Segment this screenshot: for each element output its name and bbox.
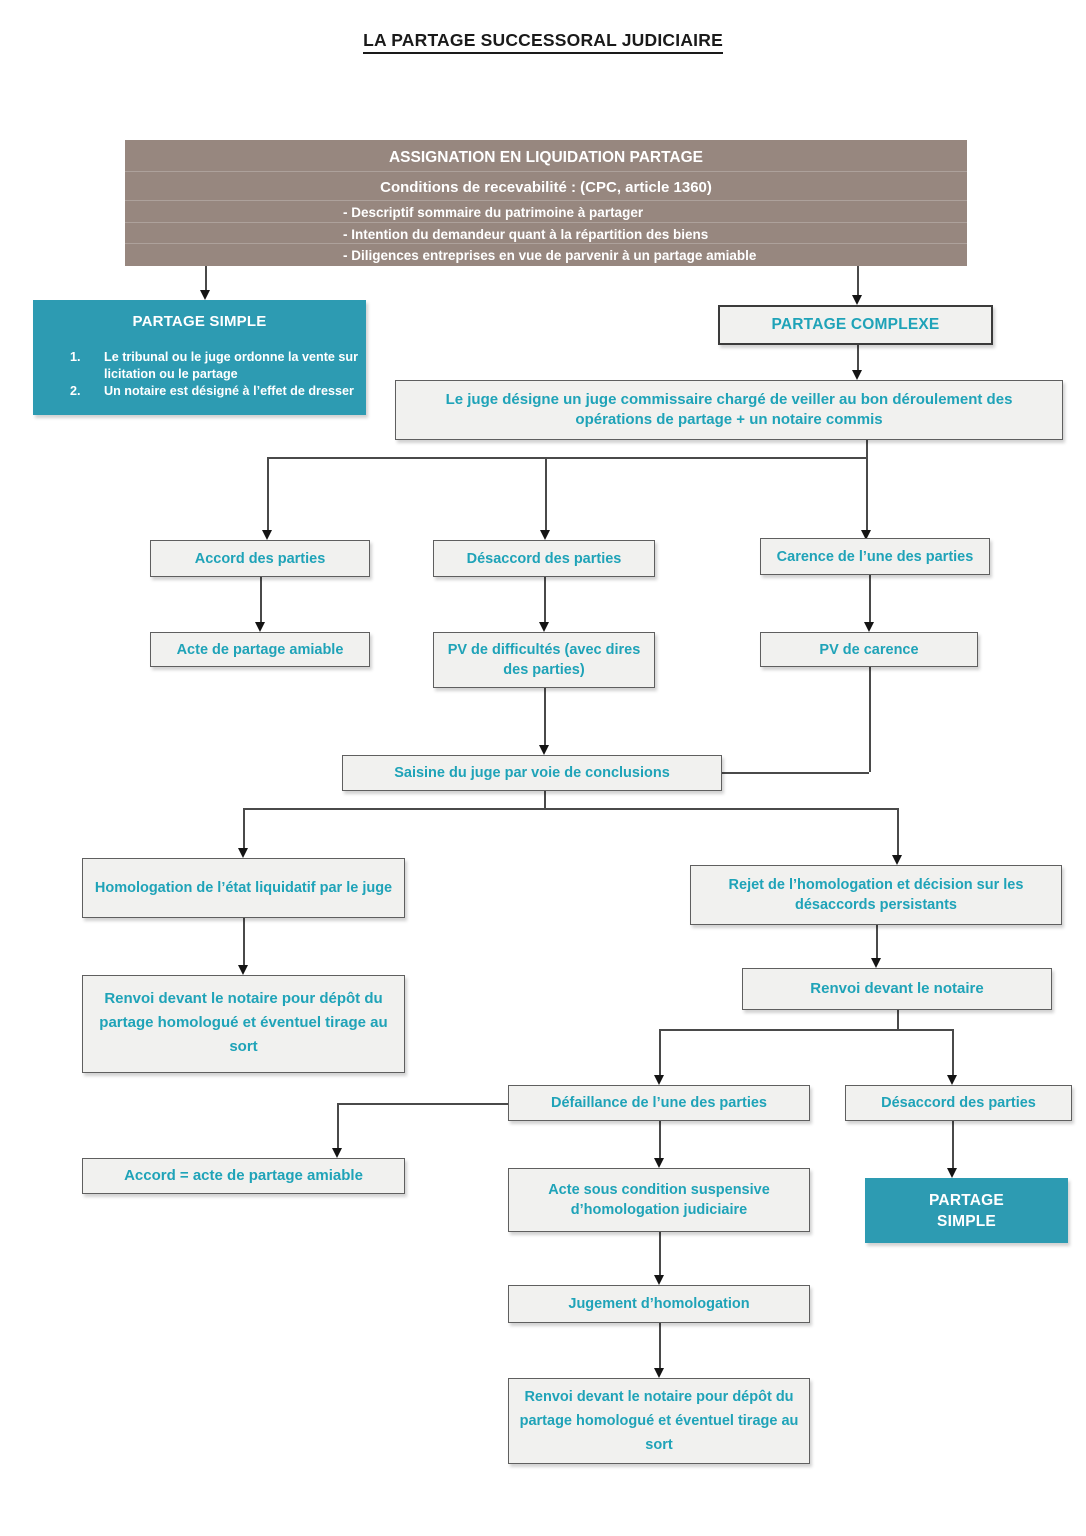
connector-line xyxy=(869,575,871,622)
connector-line xyxy=(243,808,245,848)
arrowhead-down-icon xyxy=(947,1075,958,1085)
node-defaillance-partie: Défaillance de l’une des parties xyxy=(508,1085,810,1121)
connector-line xyxy=(866,457,868,530)
node-partage-simple-final: PARTAGE SIMPLE xyxy=(865,1178,1068,1243)
arrowhead-down-icon xyxy=(255,622,266,632)
arrowhead-down-icon xyxy=(892,855,903,865)
partage-simple-item-2: 2. Un notaire est désigné à l’effet de d… xyxy=(33,383,366,400)
item-number: 2. xyxy=(70,384,81,398)
connector-line xyxy=(659,1323,661,1368)
arrowhead-down-icon xyxy=(539,745,550,755)
connector-line xyxy=(722,772,869,774)
connector-line xyxy=(544,688,546,745)
node-desaccord-des-parties: Désaccord des parties xyxy=(433,540,655,577)
page-title-text: LA PARTAGE SUCCESSORAL JUDICIAIRE xyxy=(363,30,723,54)
connector-line xyxy=(243,808,897,810)
arrowhead-down-icon xyxy=(654,1158,665,1168)
arrowhead-down-icon xyxy=(238,848,249,858)
arrowhead-down-icon xyxy=(861,530,872,540)
connector-line xyxy=(952,1029,954,1075)
connector-line xyxy=(243,918,245,965)
connector-line xyxy=(659,1232,661,1275)
connector-line xyxy=(337,1103,508,1105)
connector-line xyxy=(659,1029,661,1075)
partage-simple-item-1: 1. Le tribunal ou le juge ordonne la ven… xyxy=(33,349,366,383)
page-title: LA PARTAGE SUCCESSORAL JUDICIAIRE xyxy=(0,30,1086,54)
header-bullet-2: - Intention du demandeur quant à la répa… xyxy=(125,223,967,245)
node-pv-difficultes: PV de difficultés (avec dires des partie… xyxy=(433,632,655,688)
node-partage-simple: PARTAGE SIMPLE 1. Le tribunal ou le juge… xyxy=(33,300,366,415)
arrowhead-down-icon xyxy=(332,1148,343,1158)
connector-line xyxy=(659,1029,952,1031)
connector-line xyxy=(659,1121,661,1158)
node-renvoi-notaire: Renvoi devant le notaire xyxy=(742,968,1052,1010)
arrowhead-down-icon xyxy=(539,622,550,632)
connector-line xyxy=(267,457,866,459)
connector-line xyxy=(260,577,262,622)
node-saisine-du-juge: Saisine du juge par voie de conclusions xyxy=(342,755,722,791)
header-bullet-1: - Descriptif sommaire du patrimoine à pa… xyxy=(125,201,967,223)
connector-line xyxy=(897,808,899,855)
node-acte-partage-amiable: Acte de partage amiable xyxy=(150,632,370,667)
item-number: 1. xyxy=(70,350,81,364)
connector-line xyxy=(205,265,207,290)
node-partage-complexe: PARTAGE COMPLEXE xyxy=(718,305,993,345)
arrowhead-down-icon xyxy=(200,290,211,300)
node-accord-acte-amiable: Accord = acte de partage amiable xyxy=(82,1158,405,1194)
connector-line xyxy=(866,440,868,457)
partage-simple-title: PARTAGE SIMPLE xyxy=(132,313,267,330)
arrowhead-down-icon xyxy=(654,1368,665,1378)
arrowhead-down-icon xyxy=(871,958,882,968)
connector-line xyxy=(897,1010,899,1029)
node-renvoi-notaire-depot-2: Renvoi devant le notaire pour dépôt du p… xyxy=(508,1378,810,1464)
item-text: Le tribunal ou le juge ordonne la vente … xyxy=(104,350,359,381)
node-homologation-etat-liquidatif: Homologation de l’état liquidatif par le… xyxy=(82,858,405,918)
connector-line xyxy=(876,925,878,958)
header-subtitle: Conditions de recevabilité : (CPC, artic… xyxy=(125,172,967,201)
node-jugement-homologation: Jugement d’homologation xyxy=(508,1285,810,1323)
connector-line xyxy=(267,457,269,530)
arrowhead-down-icon xyxy=(654,1075,665,1085)
connector-line xyxy=(869,667,871,772)
arrowhead-down-icon xyxy=(852,370,863,380)
arrowhead-down-icon xyxy=(864,622,875,632)
connector-line xyxy=(952,1121,954,1168)
item-text: Un notaire est désigné à l’effet de dres… xyxy=(104,384,354,398)
node-renvoi-notaire-depot: Renvoi devant le notaire pour dépôt du p… xyxy=(82,975,405,1073)
connector-line xyxy=(857,265,859,295)
arrowhead-down-icon xyxy=(238,965,249,975)
node-accord-des-parties: Accord des parties xyxy=(150,540,370,577)
connector-line xyxy=(857,345,859,370)
node-rejet-homologation: Rejet de l’homologation et décision sur … xyxy=(690,865,1062,925)
arrowhead-down-icon xyxy=(654,1275,665,1285)
header-bullet-3: - Diligences entreprises en vue de parve… xyxy=(343,248,757,264)
connector-line xyxy=(544,791,546,808)
header-box-assignation: ASSIGNATION EN LIQUIDATION PARTAGE Condi… xyxy=(125,140,967,266)
node-pv-carence: PV de carence xyxy=(760,632,978,667)
node-acte-condition-suspensive: Acte sous condition suspensive d’homolog… xyxy=(508,1168,810,1232)
connector-line xyxy=(545,457,547,530)
node-desaccord-des-parties-2: Désaccord des parties xyxy=(845,1085,1072,1121)
node-juge-commissaire: Le juge désigne un juge commissaire char… xyxy=(395,380,1063,440)
header-title: ASSIGNATION EN LIQUIDATION PARTAGE xyxy=(125,140,967,172)
arrowhead-down-icon xyxy=(852,295,863,305)
arrowhead-down-icon xyxy=(947,1168,958,1178)
node-carence-des-parties: Carence de l’une des parties xyxy=(760,538,990,575)
connector-line xyxy=(337,1103,339,1148)
arrowhead-down-icon xyxy=(262,530,273,540)
arrowhead-down-icon xyxy=(540,530,551,540)
connector-line xyxy=(544,577,546,622)
